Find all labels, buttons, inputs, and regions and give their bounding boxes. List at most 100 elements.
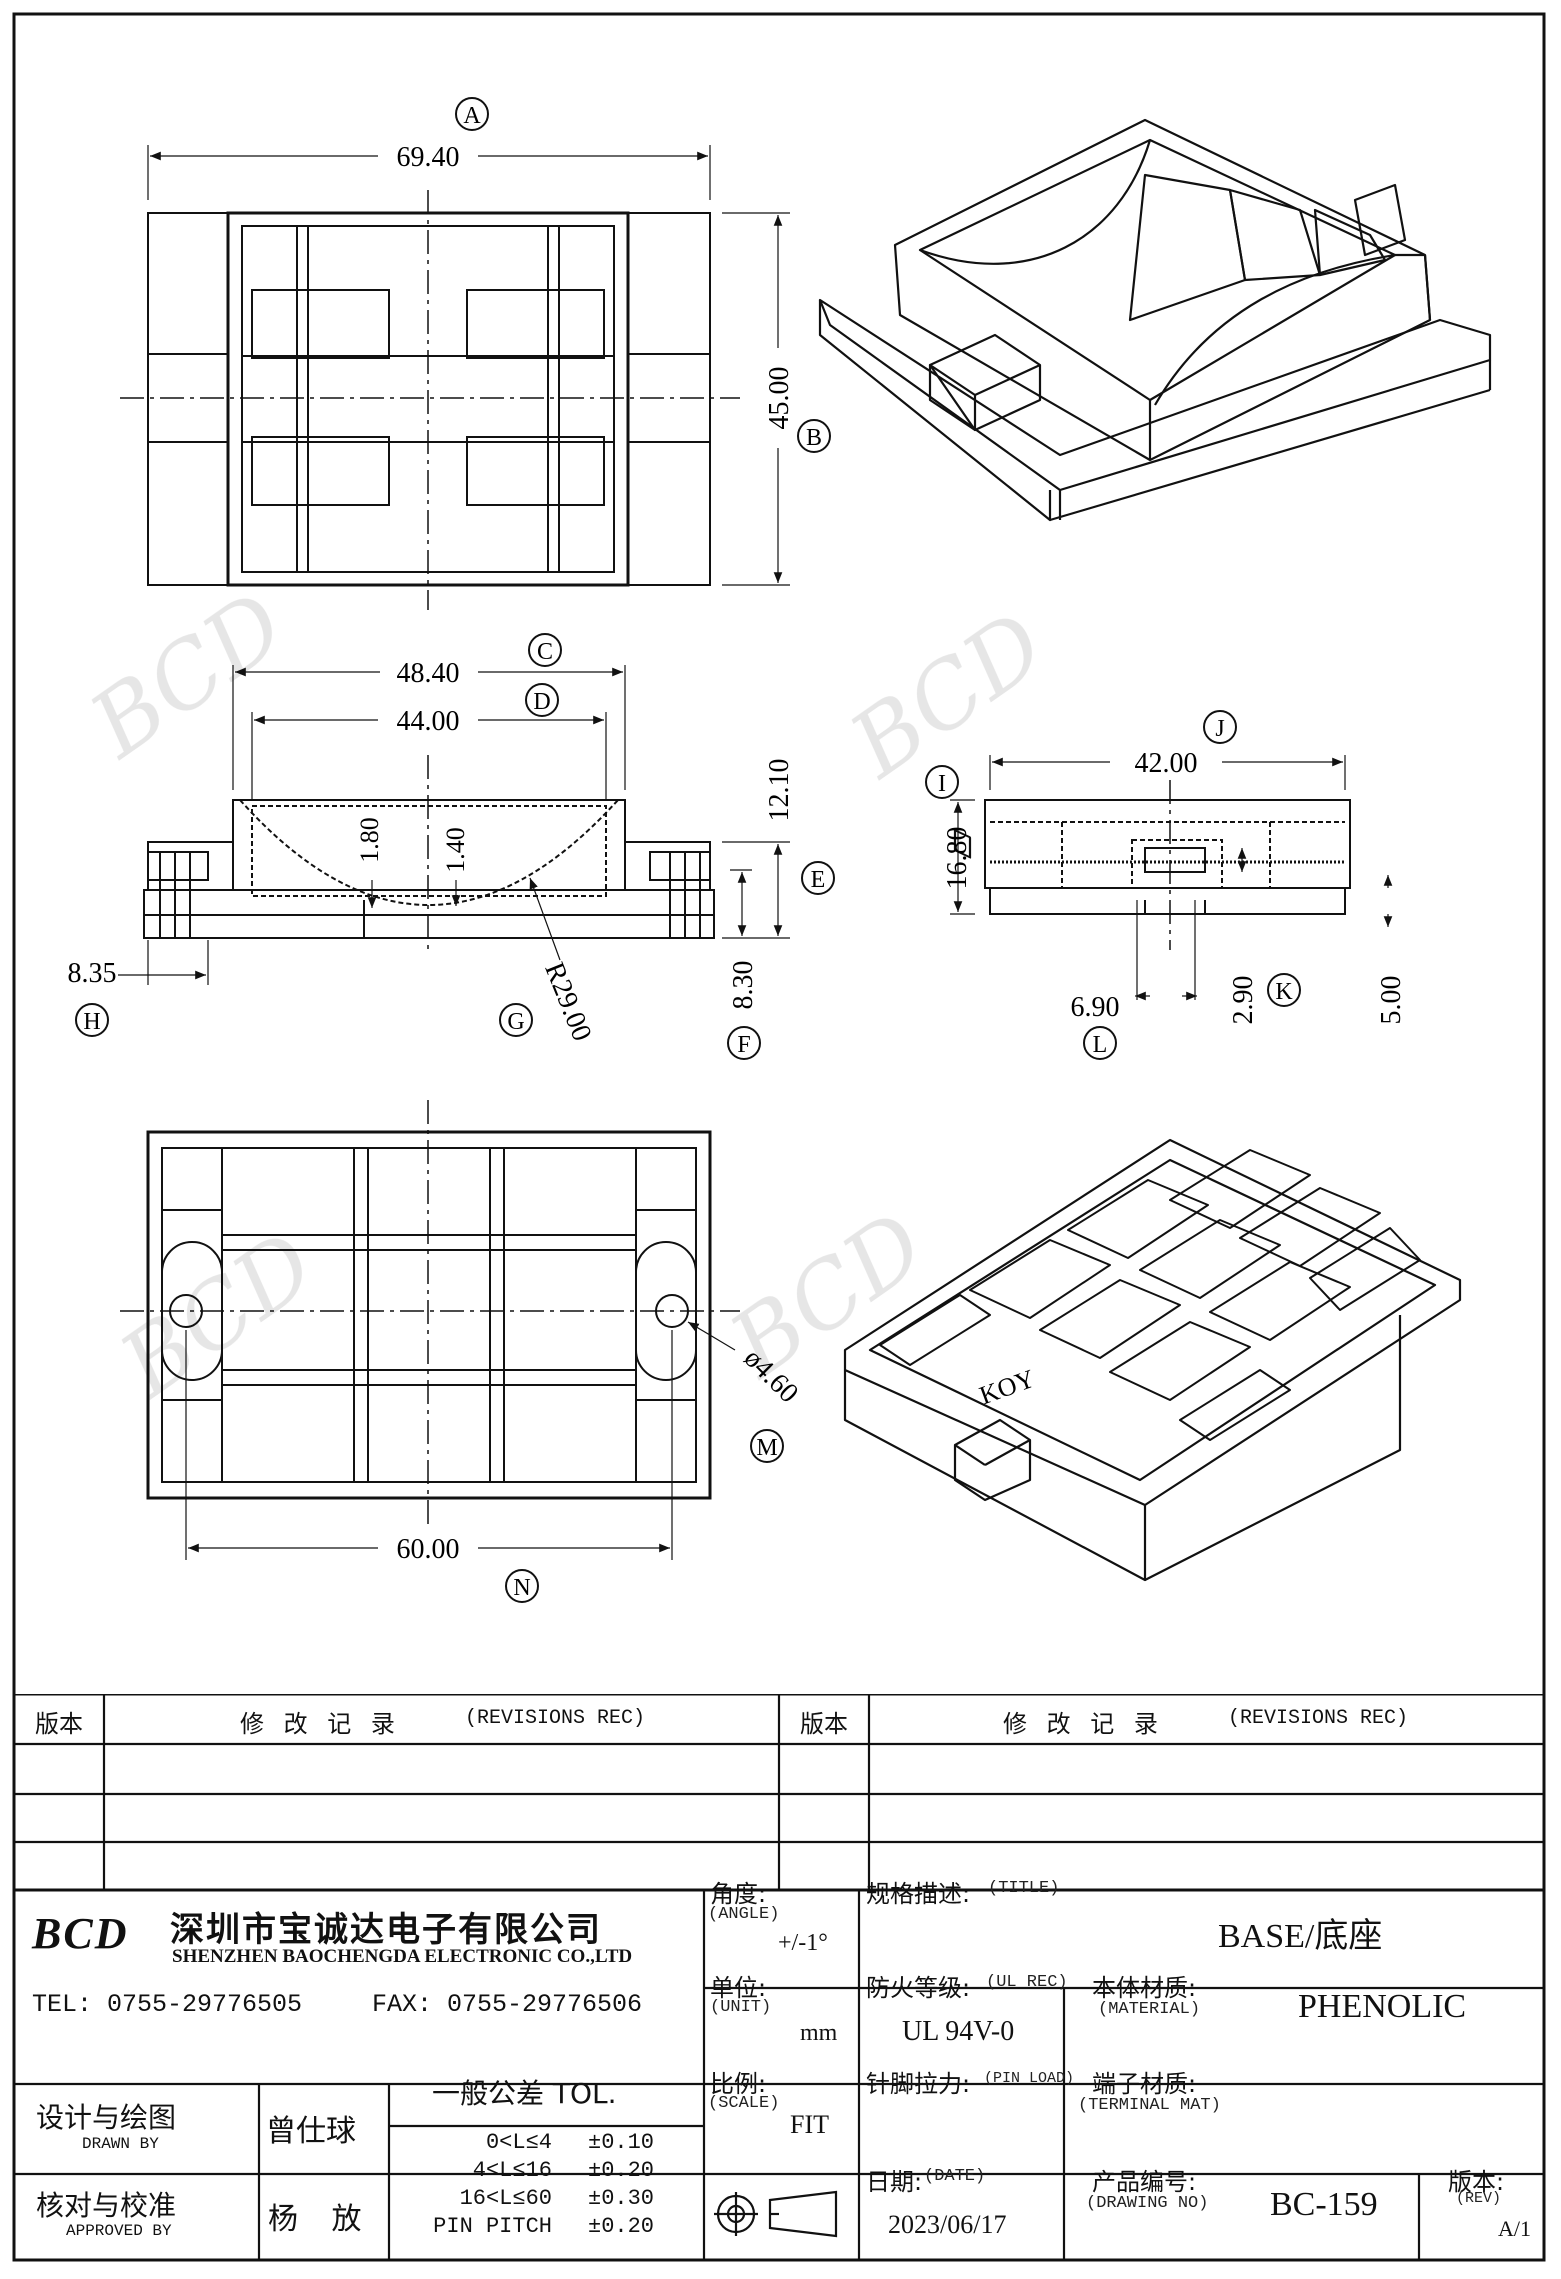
dim-end-width: 42.00 [1135,748,1198,779]
material-value: PHENOLIC [1298,1988,1467,2025]
ul-value: UL 94V-0 [902,2016,1015,2047]
approved-by-value: 杨 放 [268,2202,374,2237]
drawn-by-label: 设计与绘图 [36,2101,177,2134]
tolerance-range: 0<L≤4 [485,2130,552,2155]
dim-side-inner-width: 44.00 [397,706,460,737]
pin-load-label: 针脚拉力: [866,2070,971,2098]
terminal-mat-label-en: (TERMINAL MAT) [1078,2096,1221,2115]
approved-by-label-en: APPROVED BY [66,2222,172,2240]
callout-a: A [455,97,489,131]
rev-value: A/1 [1498,2216,1531,2241]
callout-n: N [505,1569,539,1603]
svg-text:G: G [507,1009,524,1035]
company-tel: TEL: 0755-29776505 [32,1990,303,2019]
callout-i: I [925,765,959,799]
pin-load-label-en: (PIN LOAD) [984,2070,1075,2087]
dim-side-base-height: 8.30 [728,961,759,1010]
scale-value: FIT [790,2110,829,2139]
svg-text:K: K [1275,979,1293,1005]
svg-text:E: E [811,867,826,893]
drawing-no-value: BC-159 [1270,2186,1378,2223]
company-name-cn: 深圳市宝诚达电子有限公司 [170,1910,602,1950]
svg-text:L: L [1093,1032,1108,1058]
date-value: 2023/06/17 [888,2210,1007,2239]
callout-l: L [1083,1026,1117,1060]
drawing-no-label: 产品编号: [1092,2168,1197,2196]
bottom-marking: KOY [976,1364,1039,1411]
unit-value: mm [800,2020,838,2046]
callout-k: K [1267,973,1301,1007]
bottom-view [120,1100,740,1560]
company-logo: BCD [32,1909,129,1958]
rec-header-right: 修 改 记 录 [1003,1710,1164,1738]
callout-d: D [525,683,559,717]
svg-text:A: A [463,103,481,129]
drawn-by-value: 曾仕球 [266,2114,356,2149]
dim-side-flange: 8.35 [68,958,117,989]
dim-side-depth-a: 1.80 [355,817,384,863]
dim-end-slot-width: 6.90 [1071,992,1120,1023]
svg-text:C: C [537,639,553,665]
rev-header-right: 版本 [800,1710,848,1738]
callout-g: G [499,1003,533,1037]
rev-label: 版本: [1448,2168,1505,2196]
unit-label-en: (UNIT) [710,1998,772,2017]
callout-h: H [75,1003,109,1037]
svg-text:I: I [938,771,946,797]
date-label-en: (DATE) [924,2167,986,2186]
tolerance-value: ±0.20 [588,2214,655,2239]
angle-label: 角度: [710,1880,767,1908]
dim-top-width: 69.40 [397,142,460,173]
unit-label: 单位: [710,1974,767,2002]
company-fax: FAX: 0755-29776506 [372,1990,643,2019]
callout-m: M [750,1429,784,1463]
dim-bottom-hole-pitch: 60.00 [397,1534,460,1565]
title-label: 规格描述: [866,1880,971,1908]
dim-side-height: 12.10 [764,759,795,822]
rec-header-left: 修 改 记 录 [240,1710,401,1738]
svg-text:M: M [756,1435,777,1461]
dim-end-slot-depth: 2.90 [1228,976,1259,1025]
svg-text:BCD: BCD [71,572,304,779]
drawn-by-label-en: DRAWN BY [82,2135,159,2153]
dim-side-outer-width: 48.40 [397,658,460,689]
svg-text:BCD: BCD [101,1212,334,1419]
svg-text:J: J [1215,716,1224,742]
sheet-border [12,12,1546,2262]
scale-label: 比例: [710,2070,767,2098]
tolerance-value: ±0.30 [588,2186,655,2211]
tolerance-value: ±0.10 [588,2130,655,2155]
ul-label: 防火等级: [866,1974,971,2002]
callout-f: F [727,1026,761,1060]
callout-c: C [528,633,562,667]
tolerance-value: ±0.20 [588,2158,655,2183]
title-block-frame [14,1694,1544,2260]
iso-view-top [818,118,1492,859]
tolerance-header: 一般公差 TOL. [432,2077,617,2110]
svg-text:B: B [806,425,822,451]
callout-e: E [801,861,835,895]
dim-side-radius: R29.00 [538,958,597,1045]
top-view [120,145,790,610]
svg-text:F: F [737,1032,750,1058]
company-name-en: SHENZHEN BAOCHENGDA ELECTRONIC CO.,LTD [172,1946,633,1967]
dim-end-height: 16.80 [942,827,973,890]
dim-top-height: 45.00 [764,367,795,430]
material-label: 本体材质: [1092,1974,1197,2002]
tolerance-range: 16<L≤60 [459,2186,552,2211]
callout-b: B [797,419,831,453]
side-view [118,665,790,985]
tolerance-range: 4<L≤16 [472,2158,552,2183]
iso-view-bottom [843,1138,1462,1582]
date-label: 日期: [866,2168,923,2196]
tolerance-range: PIN PITCH [433,2214,552,2239]
scale-label-en: (SCALE) [708,2094,780,2113]
callout-j: J [1203,710,1237,744]
svg-text:N: N [513,1575,530,1601]
rev-label-en: (REV) [1456,2190,1502,2207]
rev-header-left: 版本 [35,1710,83,1738]
end-view [950,755,1393,1001]
material-label-en: (MATERIAL) [1098,2000,1201,2019]
terminal-mat-label: 端子材质: [1092,2070,1197,2098]
